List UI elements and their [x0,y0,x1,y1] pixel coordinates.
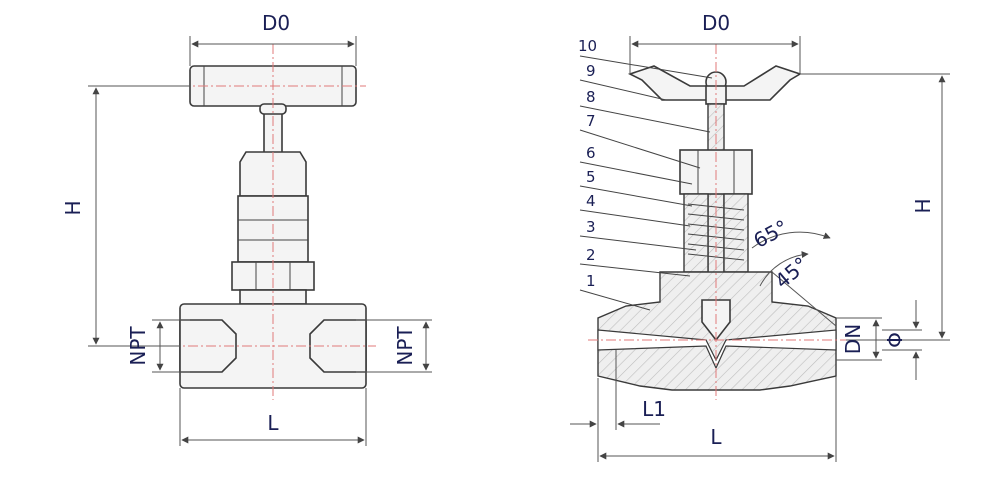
right-dim-l: L [597,376,837,462]
right-bonnet [683,193,749,273]
left-npt-label-left: NPT [126,326,150,366]
left-npt-label-right: NPT [393,326,417,366]
right-h-label: H [911,198,935,213]
right-l1-label: L1 [642,397,666,421]
part-number-3: 3 [586,218,596,236]
part-number-6: 6 [586,144,596,162]
angle-45-label: 45° [770,252,813,293]
right-l-label: L [710,425,722,449]
part-number-2: 2 [586,246,596,264]
left-dim-npt-right: NPT [356,319,432,373]
part-number-4: 4 [586,192,596,210]
right-body [588,271,846,391]
part-number-7: 7 [586,112,596,130]
right-dim-dn: DN [836,317,882,361]
part-number-1: 1 [586,272,596,290]
right-dn-label: DN [841,324,865,354]
right-part-numbers: 10 9 8 7 6 5 4 3 2 1 [578,37,597,290]
part-number-10: 10 [578,37,597,55]
part-number-9: 9 [586,62,596,80]
right-dim-d0: D0 [629,11,801,74]
right-view: 10 9 8 7 6 5 4 3 2 1 D0 H [570,11,950,462]
part-number-5: 5 [586,168,596,186]
right-d0-label: D0 [702,11,730,35]
part-number-8: 8 [586,88,596,106]
right-dim-phi: Φ [882,300,922,380]
left-dim-d0: D0 [189,11,357,66]
left-view: D0 H NPT NPT L [61,11,432,446]
right-phi-label: Φ [883,332,907,348]
left-dim-npt-left: NPT [126,319,190,373]
left-h-label: H [61,200,85,215]
left-dim-h: H [61,85,190,347]
right-handwheel [627,65,802,105]
right-dim-l1: L1 [570,350,666,430]
left-dim-l: L [179,388,367,446]
right-dim-h: H [800,73,950,341]
angle-65-label: 65° [749,215,792,253]
left-d0-label: D0 [262,11,290,35]
right-part-leaders [579,55,713,311]
left-l-label: L [267,411,279,435]
